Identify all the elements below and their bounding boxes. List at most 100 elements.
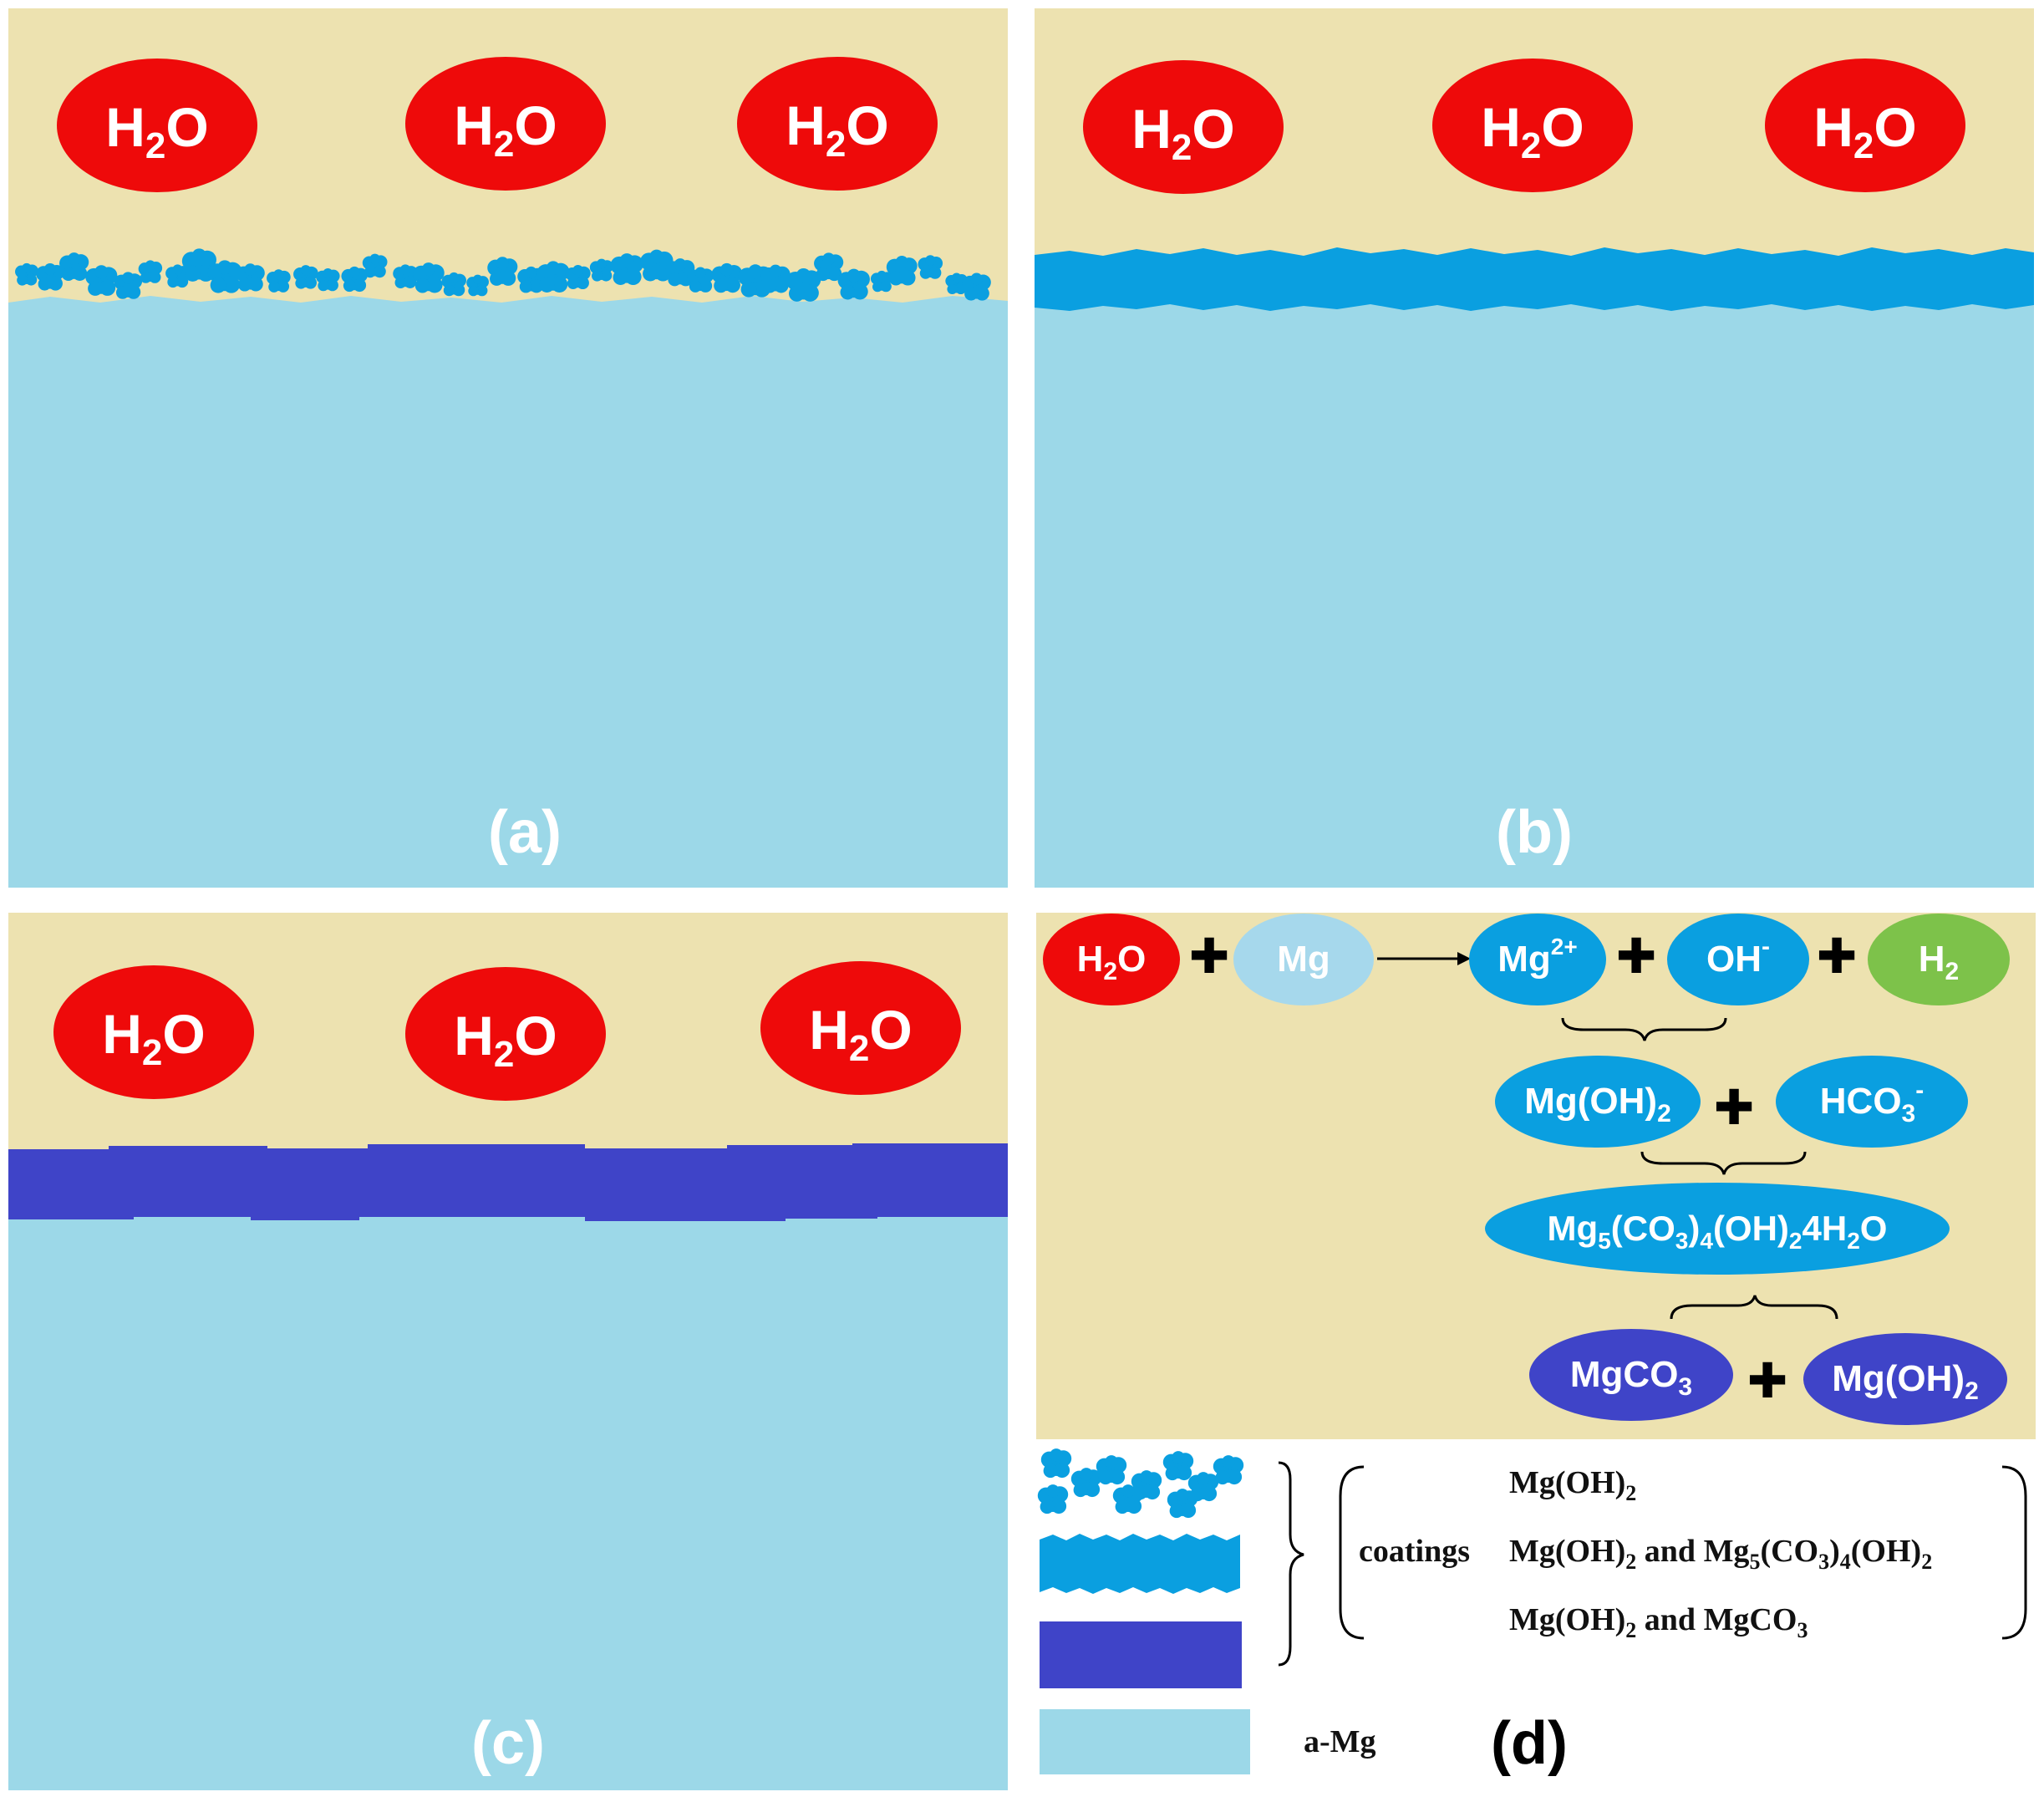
oh-ellipse: [1667, 914, 1809, 1005]
mgoh2-particle: [393, 264, 418, 288]
plus-icon: ✚: [1714, 1079, 1755, 1136]
mgoh2-particle: [1213, 1455, 1244, 1485]
arrow-head-icon: [1457, 952, 1471, 965]
oh-formula: OH-: [1706, 933, 1770, 980]
panel-label-b: (b): [1496, 799, 1573, 866]
water-ellipse: [760, 961, 961, 1095]
mgoh2-particle: [870, 270, 893, 293]
water-formula: H2O: [105, 96, 209, 166]
intermediate-mgoh2: Mg(OH)2: [1495, 1056, 1701, 1148]
product-mg2: Mg2+: [1469, 914, 1606, 1005]
plus-icon: ✚: [1817, 928, 1858, 985]
hydromagnesite-ellipse: [1485, 1183, 1950, 1275]
mgoh2-particle: [837, 268, 870, 300]
water-ellipse: [53, 965, 254, 1099]
water-molecule: H2O: [405, 57, 606, 191]
mgoh2-particle: [85, 265, 118, 296]
mgoh2-particle: [59, 252, 89, 281]
legend-swatch-particles: [1037, 1448, 1244, 1519]
legend-coatings-label: coatings: [1359, 1534, 1470, 1569]
mgoh2-particle: [665, 258, 695, 287]
brace-icon: [1561, 1017, 1727, 1041]
mgco3-formula: MgCO3: [1570, 1354, 1692, 1401]
mgoh2-particle: [138, 260, 163, 283]
legend-swatch-substrate: [1040, 1709, 1250, 1774]
mgoh2-particle: [589, 258, 613, 282]
water-molecule: H2O: [53, 965, 254, 1099]
mgoh2-particle: [918, 255, 943, 279]
mgoh2-particle: [362, 253, 388, 278]
h2o-ellipse: [1043, 914, 1180, 1005]
water-ellipse: [1432, 59, 1633, 192]
mgoh2-particle: [114, 272, 143, 299]
mgoh2-particle: [610, 253, 643, 285]
mgoh2-particle: [267, 269, 291, 293]
mgoh2-particle: [1070, 1468, 1102, 1498]
reactant-h2o: H2O: [1043, 914, 1180, 1005]
panel-b-substrate: [1035, 276, 2034, 888]
panel-label-a: (a): [488, 799, 562, 866]
mgoh2-particle: [316, 268, 340, 292]
mgoh2-particle: [1037, 1484, 1069, 1514]
water-formula: H2O: [786, 94, 889, 165]
plus-icon: ✚: [1616, 928, 1657, 985]
hydromagnesite-formula: Mg5(CO3)4(OH)24H2O: [1548, 1209, 1888, 1254]
water-formula: H2O: [1813, 96, 1917, 166]
product-h2: H2: [1868, 914, 2010, 1005]
panel-a-substrate: [8, 296, 1008, 888]
mgoh2-particle: [1040, 1448, 1072, 1479]
plus-icon: ✚: [1747, 1352, 1788, 1409]
mgoh2-particle: [207, 260, 242, 293]
mgoh2-particle: [536, 261, 570, 293]
mgoh2-formula: Mg(OH)2: [1524, 1081, 1671, 1128]
water-formula: H2O: [1481, 96, 1584, 166]
mgoh2-particle: [181, 248, 216, 282]
product-mgoh2: Mg(OH)2: [1803, 1333, 2007, 1425]
water-ellipse: [57, 59, 257, 192]
legend-substrate-label: a-Mg: [1304, 1724, 1376, 1759]
hco3-ellipse: [1776, 1056, 1968, 1148]
water-molecule: H2O: [1432, 59, 1633, 192]
mgoh2-particle: [886, 256, 918, 286]
water-formula: H2O: [1131, 98, 1235, 168]
mg2-ellipse: [1469, 914, 1606, 1005]
mgoh2-particle: [441, 272, 466, 297]
intermediate-hydromagnesite: Mg5(CO3)4(OH)24H2O: [1485, 1183, 1950, 1275]
mgoh2-particle: [687, 267, 714, 293]
water-molecule: H2O: [1083, 60, 1284, 194]
water-ellipse: [1765, 59, 1965, 192]
mg-formula: Mg: [1277, 939, 1330, 980]
panel-label-c: (c): [471, 1710, 545, 1777]
mgoh2-particle: [711, 262, 743, 293]
plus-icon: ✚: [1189, 928, 1230, 985]
h2-ellipse: [1868, 914, 2010, 1005]
legend-line-mgoh2: Mg(OH)2: [1509, 1465, 1636, 1505]
water-ellipse: [737, 57, 938, 191]
water-molecule: H2O: [405, 967, 606, 1101]
legend-paren-left-icon: [1339, 1465, 1365, 1640]
mgoh2-formula: Mg(OH)2: [1832, 1358, 1979, 1405]
water-ellipse: [405, 967, 606, 1101]
mgoh2-particle: [15, 262, 38, 286]
hco3-formula: HCO3-: [1820, 1077, 1924, 1128]
brace-icon: [1670, 1295, 1838, 1320]
water-formula: H2O: [102, 1003, 206, 1073]
reactant-hco3: HCO3-: [1776, 1056, 1968, 1148]
mgoh2-particle: [293, 265, 318, 289]
water-formula: H2O: [809, 999, 913, 1069]
mgoh2-particle: [165, 264, 190, 288]
mgoh2-particle: [517, 266, 546, 293]
mgoh2-ellipse: [1803, 1333, 2007, 1425]
legend-paren-right-icon: [2001, 1465, 2027, 1640]
panel-c-substrate: [8, 1212, 1008, 1790]
reaction-arrow: [1377, 952, 1471, 965]
mgoh2-particles: [15, 248, 991, 302]
mgoh2-continuous-layer: [1035, 247, 2034, 311]
water-molecule: H2O: [57, 59, 257, 192]
water-formula: H2O: [454, 1005, 557, 1075]
mgoh2-particle: [814, 252, 844, 282]
water-molecule: H2O: [760, 961, 961, 1095]
water-ellipse: [405, 57, 606, 191]
product-mgco3: MgCO3: [1529, 1329, 1733, 1421]
